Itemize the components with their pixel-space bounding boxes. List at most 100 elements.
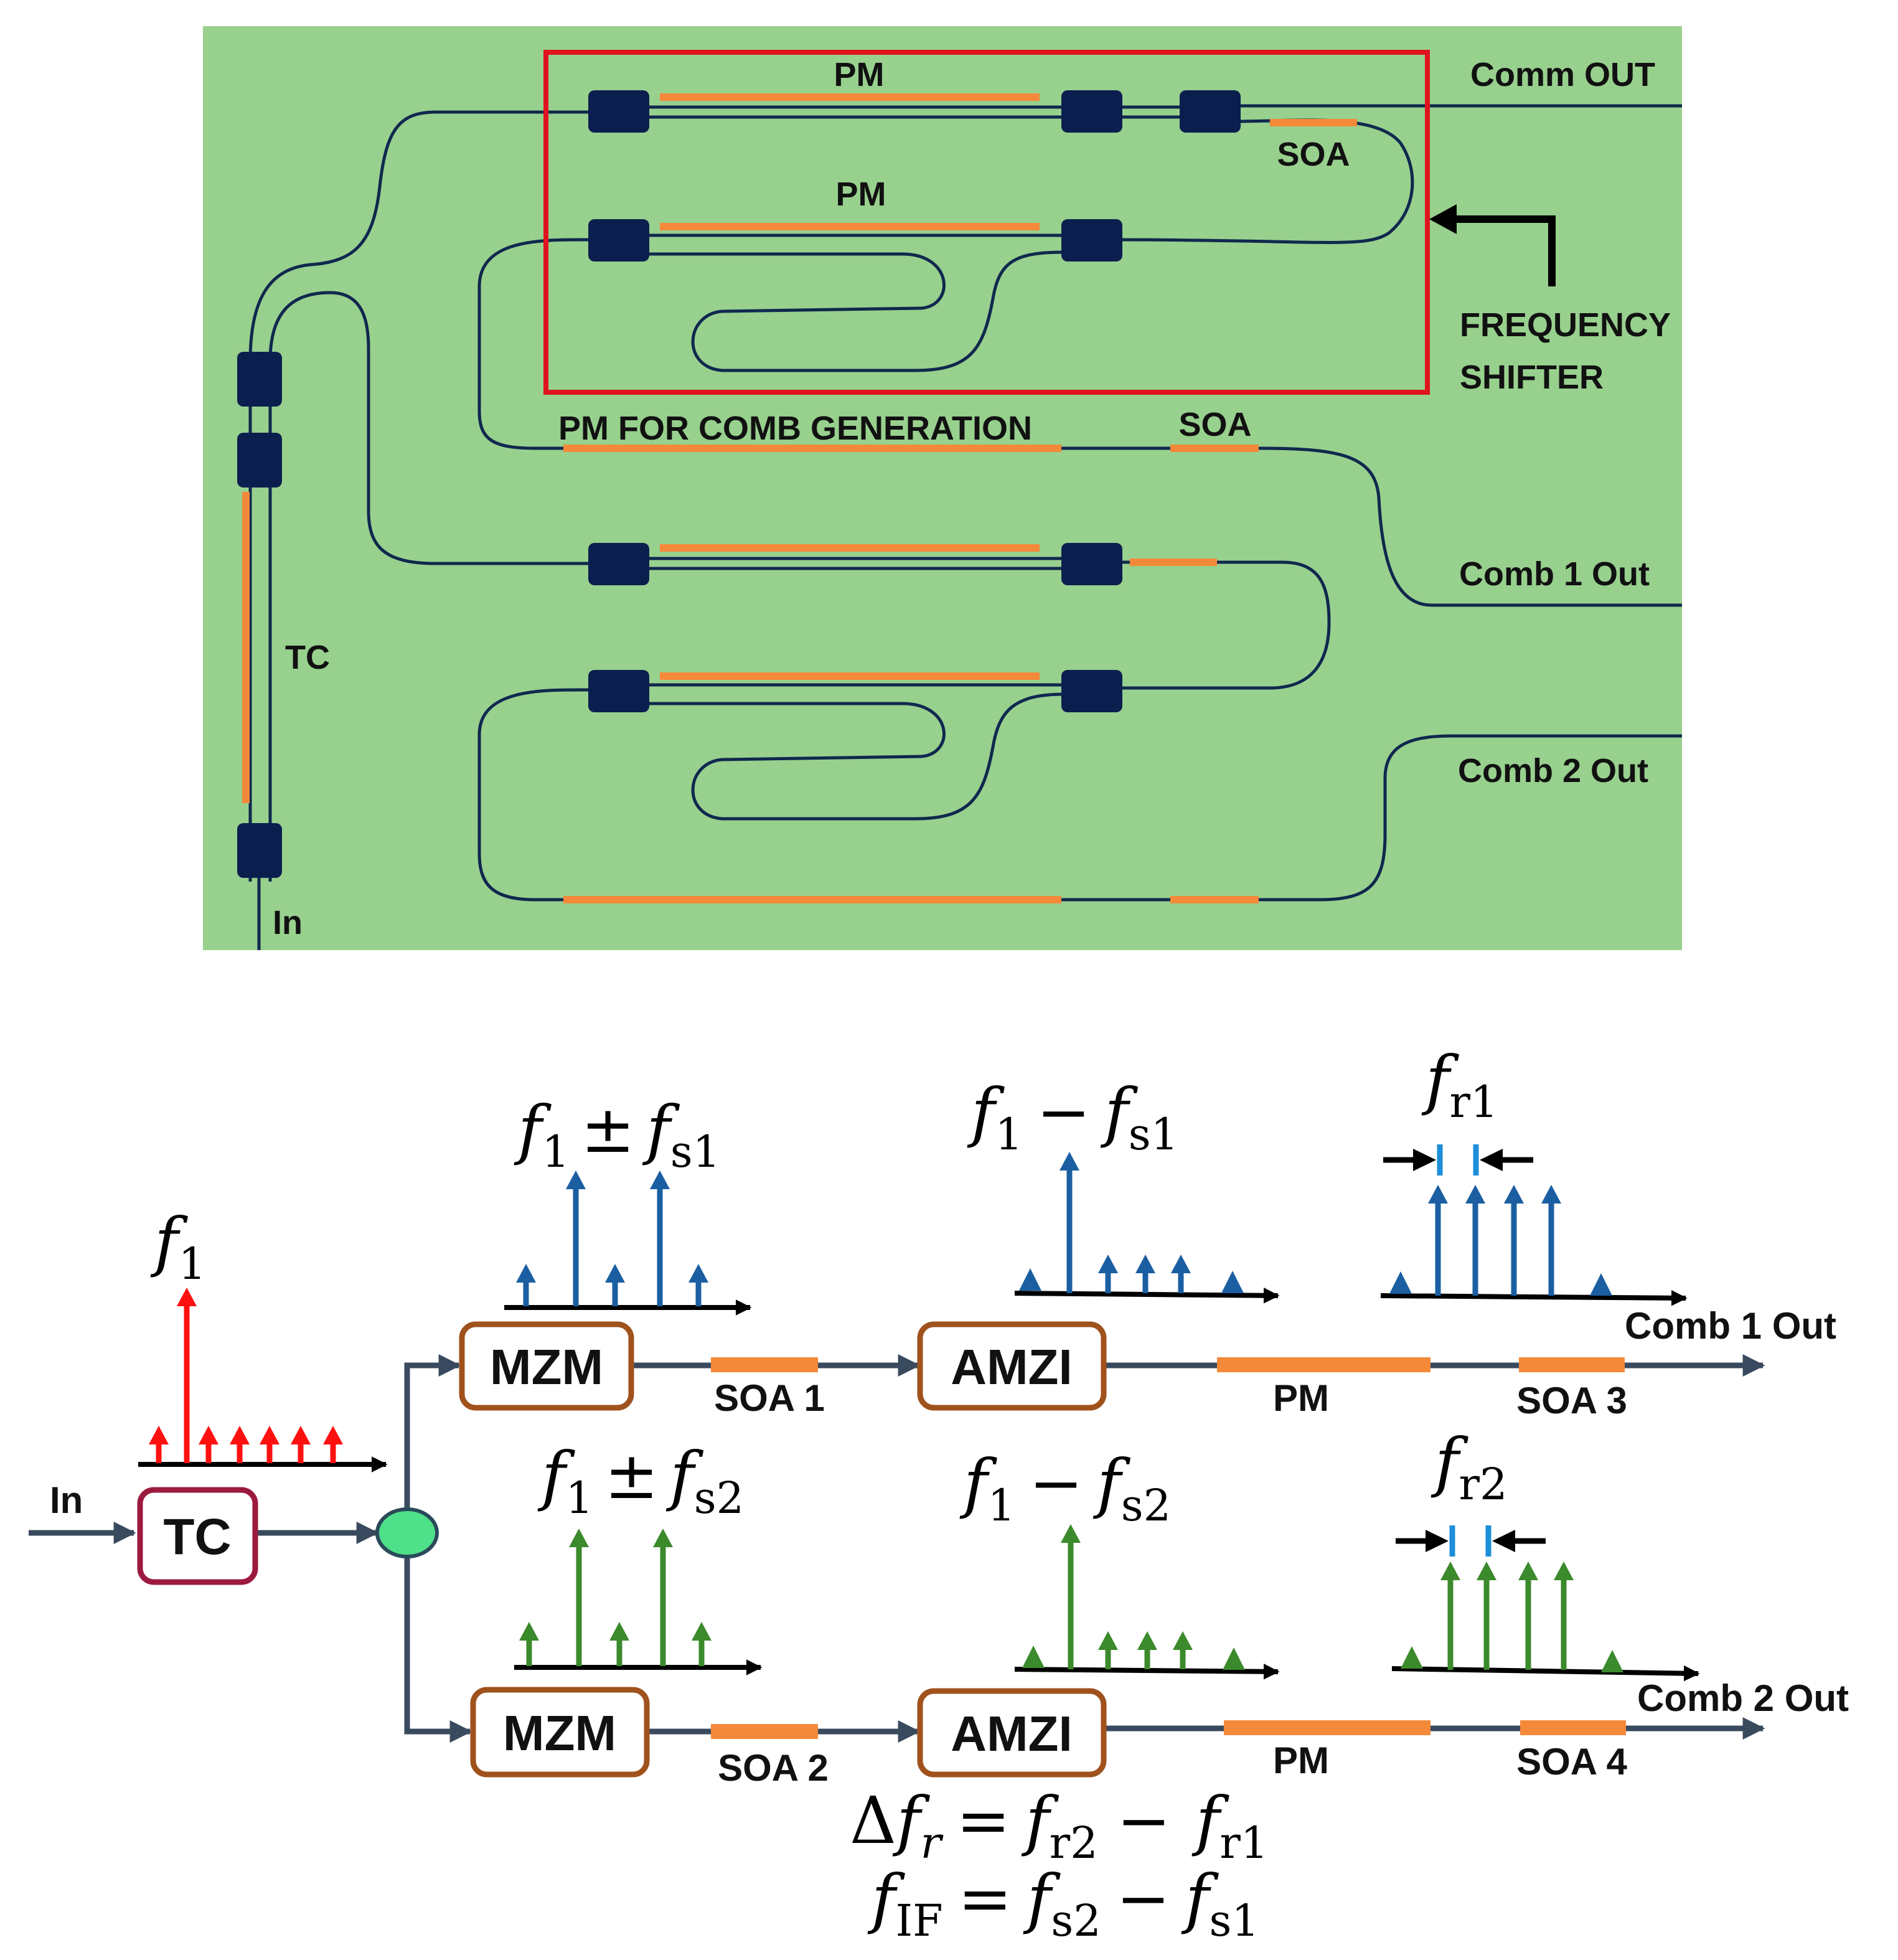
tc-box-label: TC xyxy=(163,1509,231,1565)
frequency-shifter-box xyxy=(543,50,1430,395)
residual-line xyxy=(688,1264,708,1306)
math-f1-minus-fs1: f1−fs1 xyxy=(967,1074,1178,1160)
lower-amzi-label: AMZI xyxy=(951,1706,1073,1761)
comb-line xyxy=(1554,1562,1574,1670)
electrodes xyxy=(242,93,1357,903)
residual-line xyxy=(516,1264,536,1306)
label-in: In xyxy=(273,904,303,941)
residual-line xyxy=(1173,1631,1193,1669)
selected-line xyxy=(1061,1524,1081,1669)
block xyxy=(1180,90,1241,133)
block xyxy=(588,90,649,133)
residual-tri xyxy=(1223,1647,1245,1670)
comb-line xyxy=(1440,1562,1460,1670)
residual-tri xyxy=(1221,1271,1244,1293)
modulator-blocks xyxy=(237,90,1241,878)
residual-line xyxy=(1098,1255,1118,1293)
baseline-upper-out xyxy=(1380,1290,1688,1306)
lower-amzi-box: AMZI xyxy=(917,1688,1107,1778)
comb-line xyxy=(1541,1185,1561,1296)
schematic: TC MZM AMZI MZM AMZI In SOA 1 PM SOA 3 C… xyxy=(29,1042,1849,1946)
comb-line xyxy=(1428,1185,1448,1296)
comb-line xyxy=(1518,1562,1538,1670)
math-f-if: fIF=fs2−fs1 xyxy=(867,1860,1259,1946)
block xyxy=(588,219,649,261)
residual-tri xyxy=(1019,1268,1041,1291)
fr1-spacing-marker xyxy=(1383,1144,1533,1176)
residual-tri xyxy=(1601,1650,1623,1672)
math-f1-minus-fs2: f1−fs2 xyxy=(959,1445,1171,1531)
chip-layout: PM SOA Comm OUT PM FREQUENCY SHIFTER PM … xyxy=(203,26,1682,950)
label-pm-comb-generation: PM FOR COMB GENERATION xyxy=(558,410,1032,447)
upper-mzm-label: MZM xyxy=(490,1339,603,1395)
math-fr2: fr2 xyxy=(1431,1424,1508,1510)
label-frequency: FREQUENCY xyxy=(1460,306,1671,344)
block xyxy=(237,823,282,878)
residual-tri xyxy=(1401,1646,1423,1669)
soa1-label: SOA 1 xyxy=(714,1377,825,1419)
comb-line xyxy=(1465,1185,1485,1296)
residual-line xyxy=(1137,1631,1157,1669)
comb-line xyxy=(291,1426,311,1463)
residual-tri xyxy=(1590,1273,1612,1296)
upper-amzi-box: AMZI xyxy=(917,1321,1107,1411)
spectrum-baselines xyxy=(138,1287,1700,1682)
splitter xyxy=(375,1507,439,1558)
label-shifter: SHIFTER xyxy=(1460,359,1604,396)
baseline-lower-out xyxy=(1391,1665,1700,1682)
schematic-in-label: In xyxy=(50,1479,83,1521)
residual-tri xyxy=(1389,1271,1412,1294)
block xyxy=(1061,219,1122,261)
block xyxy=(1061,543,1122,585)
residual-line xyxy=(1098,1631,1118,1669)
sideband-line xyxy=(566,1171,586,1306)
block xyxy=(237,352,282,407)
carrier-line xyxy=(177,1288,197,1463)
block xyxy=(1061,670,1122,712)
tc-box: TC xyxy=(137,1487,258,1585)
label-comb1-out: Comb 1 Out xyxy=(1459,555,1650,593)
upper-mzm-box: MZM xyxy=(459,1321,634,1411)
comb-line xyxy=(199,1426,218,1463)
comb-line xyxy=(149,1426,169,1463)
residual-line xyxy=(519,1622,539,1666)
sideband-line xyxy=(569,1529,589,1666)
sideband-line xyxy=(653,1529,673,1666)
sideband-line xyxy=(650,1171,670,1306)
residual-tri xyxy=(1022,1646,1045,1668)
pm-upper-label: PM xyxy=(1273,1377,1329,1419)
block xyxy=(588,670,649,712)
label-comm-out: Comm OUT xyxy=(1470,56,1655,93)
spectral-lines xyxy=(149,1152,1623,1672)
fr2-spacing-marker xyxy=(1396,1525,1546,1557)
math-f1: f1 xyxy=(150,1204,206,1289)
frequency-shifter-pointer xyxy=(1429,204,1556,286)
comb-line xyxy=(230,1426,250,1463)
flow-branch-down xyxy=(404,1533,472,1743)
label-tc: TC xyxy=(285,639,330,676)
math-f1-pm-fs1: f1±fs1 xyxy=(514,1091,720,1177)
label-soa-top: SOA xyxy=(1277,136,1350,173)
block xyxy=(1061,90,1122,133)
residual-line xyxy=(1171,1255,1191,1293)
label-comb2-out: Comb 2 Out xyxy=(1458,752,1648,789)
residual-line xyxy=(1135,1255,1155,1293)
soa2-label: SOA 2 xyxy=(718,1747,829,1789)
flow-lines xyxy=(29,1354,1765,1743)
upper-amzi-label: AMZI xyxy=(951,1339,1073,1395)
label-pm-second: PM xyxy=(836,176,886,213)
residual-line xyxy=(609,1622,629,1666)
comb-line xyxy=(1477,1562,1496,1670)
lower-mzm-label: MZM xyxy=(503,1705,616,1761)
soa4-label: SOA 4 xyxy=(1516,1741,1627,1783)
comb-line xyxy=(1504,1185,1524,1296)
comb2-out-label: Comb 2 Out xyxy=(1637,1677,1849,1719)
residual-line xyxy=(692,1622,712,1666)
comb-line xyxy=(260,1426,280,1463)
label-pm-top: PM xyxy=(834,56,885,93)
comb-line xyxy=(323,1426,343,1463)
label-soa-middle: SOA xyxy=(1178,406,1251,443)
pm-lower-label: PM xyxy=(1273,1740,1329,1781)
lower-mzm-box: MZM xyxy=(470,1687,650,1778)
